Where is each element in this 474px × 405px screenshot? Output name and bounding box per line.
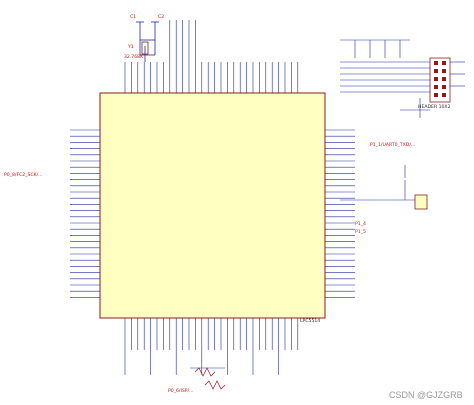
mcu-name: LPC5514 <box>300 318 320 324</box>
header-pin <box>434 61 438 65</box>
p14-label: P1_4 <box>355 221 366 227</box>
top-pin-wires <box>124 20 299 93</box>
mcu-body <box>99 92 326 319</box>
header-label: HEADER 10X2 <box>418 104 451 110</box>
header-pin <box>434 93 438 97</box>
cap-label-1: C1 <box>130 14 136 20</box>
left-pin-wires <box>70 129 100 298</box>
small-connector-body <box>414 194 428 210</box>
left-annotation: P0_8/FC2_SCK/... <box>4 172 43 178</box>
header-pin <box>442 69 446 73</box>
crystal-part: 32.768K <box>124 54 144 60</box>
crystal-symbol <box>141 41 149 55</box>
right-pin-wires <box>325 129 355 298</box>
header-pin <box>434 77 438 81</box>
right-annotation: P1_1/UART0_TXD/... <box>370 142 415 148</box>
small-connector <box>340 165 428 210</box>
header-pin <box>442 77 446 81</box>
header-body <box>429 57 451 103</box>
header-pin <box>442 93 446 97</box>
header-pin <box>442 61 446 65</box>
bottom-pin-wires <box>124 318 299 375</box>
crystal-circuit: C1 C2 Y1 32.768K <box>124 14 164 62</box>
header-connector: HEADER 10X2 <box>340 39 465 118</box>
header-pin <box>442 85 446 89</box>
header-pin <box>434 69 438 73</box>
watermark: CSDN @GJZGRB <box>389 390 463 400</box>
bottom-annotation: P0_6/ISP/... <box>168 388 193 394</box>
header-pins <box>434 61 446 97</box>
p15-label: P1_5 <box>355 229 366 235</box>
cap-label-2: C2 <box>158 14 164 20</box>
header-pin <box>434 85 438 89</box>
bottom-circuit <box>190 367 226 390</box>
crystal-ref: Y1 <box>127 44 134 50</box>
